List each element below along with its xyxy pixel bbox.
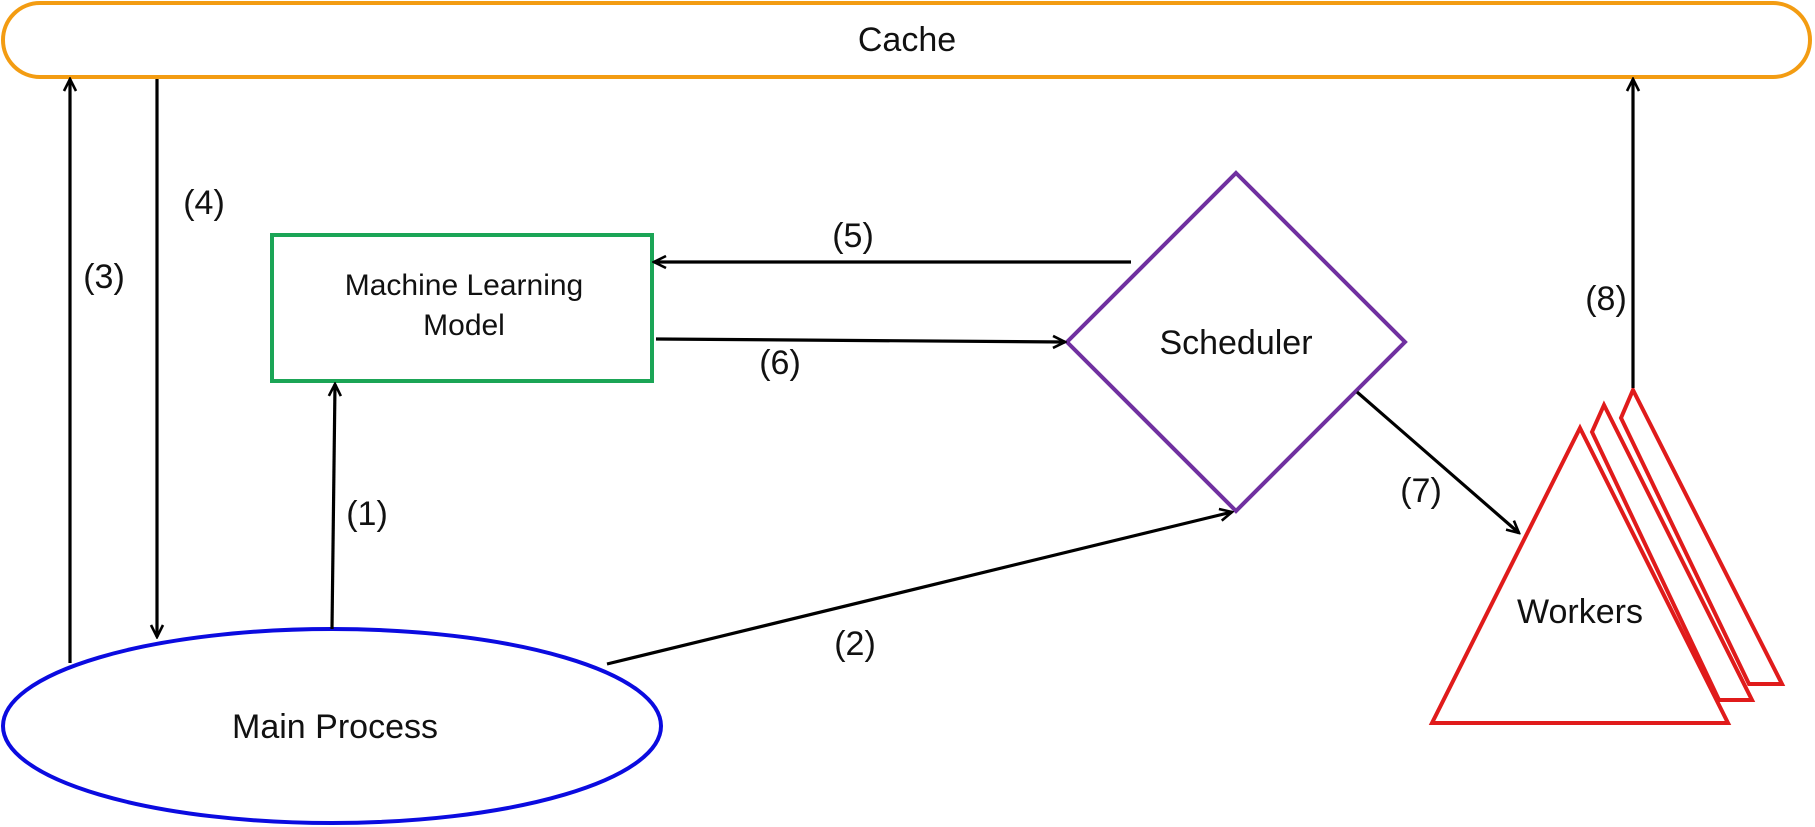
scheduler-shape: [1064, 170, 1408, 514]
step-label-4: (4): [183, 184, 225, 222]
arrow-step-1: [332, 384, 335, 630]
arrow-step-6: [655, 339, 1065, 342]
workers-node[interactable]: Workers: [1428, 385, 1786, 725]
workers-shape-middle: [1589, 400, 1756, 702]
ml-model-node[interactable]: Machine Learning Model: [270, 233, 654, 383]
workers-label: Workers: [1517, 593, 1643, 631]
main-process-node[interactable]: Main Process: [1, 627, 663, 825]
workers-shape-front: [1428, 423, 1732, 725]
step-label-7: (7): [1400, 472, 1442, 510]
step-label-5: (5): [832, 217, 874, 255]
cache-shape: [1, 1, 1812, 79]
ml-model-shape: [270, 233, 654, 383]
workers-shape-back: [1618, 385, 1786, 686]
step-label-8: (8): [1585, 280, 1627, 318]
step-label-1: (1): [346, 495, 388, 533]
cache-node[interactable]: Cache: [1, 1, 1812, 79]
step-label-6: (6): [759, 344, 801, 382]
step-label-2: (2): [834, 625, 876, 663]
main-process-label: Main Process: [232, 708, 438, 746]
arrow-step-7: [1355, 390, 1519, 533]
scheduler-node[interactable]: Scheduler: [1064, 170, 1408, 514]
arrow-step-2: [606, 512, 1232, 666]
ml-model-label-line2: Model: [423, 309, 505, 342]
step-label-3: (3): [83, 258, 125, 296]
scheduler-label: Scheduler: [1159, 324, 1312, 362]
ml-model-label-line1: Machine Learning: [345, 269, 584, 302]
cache-label: Cache: [858, 21, 956, 59]
